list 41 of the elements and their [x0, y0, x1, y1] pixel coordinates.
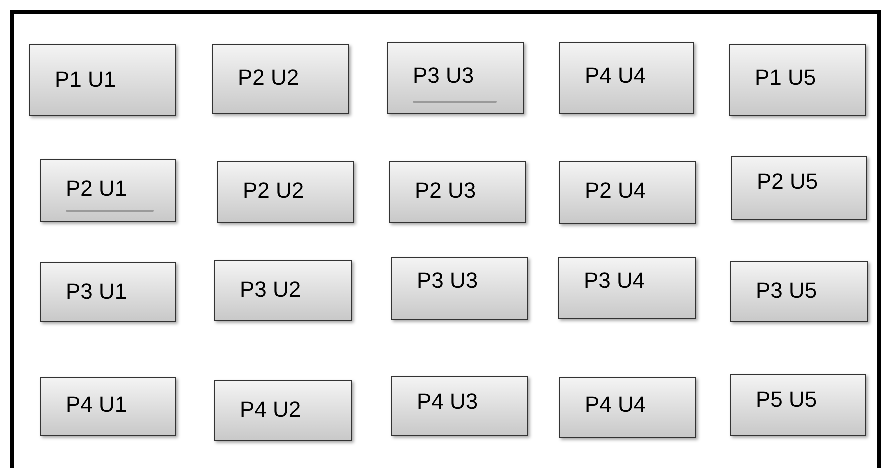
- box-label: P3 U4: [584, 268, 646, 294]
- box-label: P3 U1: [66, 279, 128, 305]
- rectangle-box: [389, 161, 526, 223]
- rectangle-box: [559, 377, 696, 438]
- rectangle-box: [40, 377, 176, 436]
- rectangle-box: [214, 260, 352, 321]
- frame-border: [10, 10, 881, 468]
- rectangle-box: [729, 44, 866, 116]
- rectangle-box: [730, 261, 868, 322]
- rectangle-box: [559, 42, 694, 114]
- rectangle-box: [40, 159, 176, 222]
- box-label: P3 U3: [417, 268, 478, 294]
- rectangle-box: [391, 376, 528, 436]
- rectangle-box: [217, 161, 354, 223]
- rectangle-box: [730, 374, 866, 436]
- box-label: P2 U4: [585, 178, 646, 204]
- box-label: P5 U5: [756, 387, 818, 413]
- box-label: P1 U5: [755, 65, 816, 91]
- rectangle-box: [558, 257, 696, 319]
- box-label: P4 U1: [66, 392, 128, 418]
- box-label: P4 U2: [240, 397, 302, 423]
- box-label: P4 U3: [417, 389, 478, 415]
- rectangle-box: [29, 44, 176, 116]
- rectangle-box: [559, 161, 696, 224]
- box-label: P2 U3: [415, 178, 476, 204]
- box-label: P2 U2: [238, 65, 300, 91]
- box-label: P2 U1: [66, 176, 128, 202]
- rectangle-box: [212, 44, 349, 114]
- rectangle-box: [40, 262, 176, 322]
- box-label: P1 U1: [55, 67, 116, 93]
- box-label: P3 U2: [240, 277, 302, 303]
- rectangle-box: [214, 380, 352, 441]
- box-label: P3 U3: [413, 63, 474, 89]
- rectangle-box: [387, 42, 524, 114]
- box-label: P4 U4: [585, 392, 646, 418]
- box-label: P3 U5: [756, 278, 818, 304]
- box-label: P2 U5: [757, 169, 818, 195]
- box-label: P2 U2: [243, 178, 304, 204]
- rectangle-box: [731, 156, 867, 220]
- box-label: P4 U4: [585, 63, 646, 89]
- rectangle-box: [391, 257, 528, 320]
